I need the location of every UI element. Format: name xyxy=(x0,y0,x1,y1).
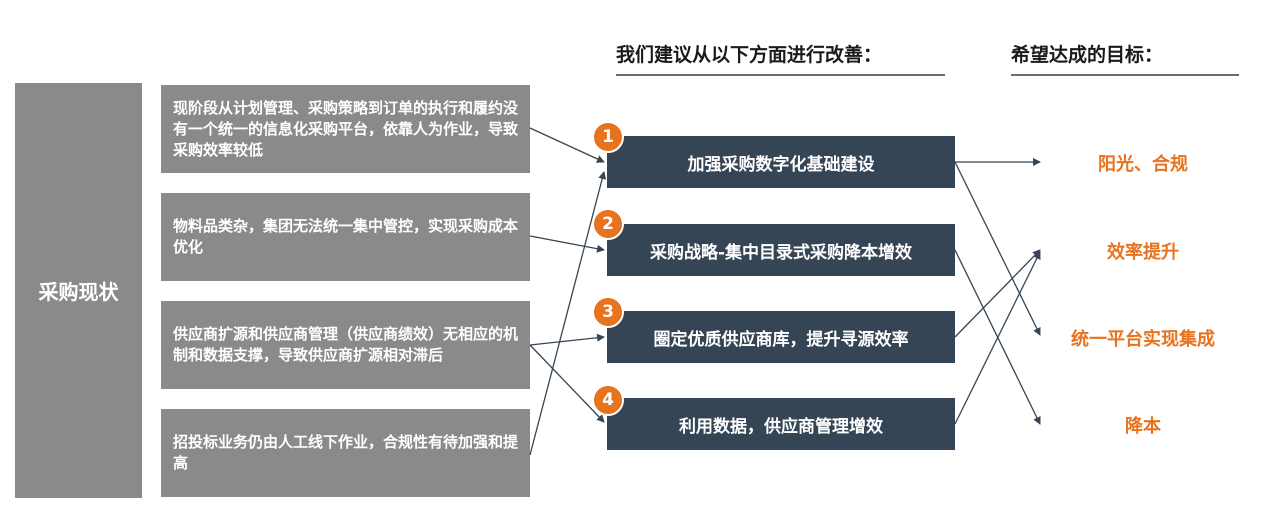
connector-proposal1-goal3 xyxy=(954,161,1041,336)
connector-issue1-proposal1 xyxy=(529,127,605,163)
proposal-label: 利用数据，供应商管理增效 xyxy=(679,416,883,437)
proposals-heading: 我们建议从以下方面进行改善： xyxy=(616,44,945,76)
goal-efficiency: 效率提升 xyxy=(1107,242,1179,263)
issue-text: 物料品类杂，集团无法统一集中管控，实现采购成本优化 xyxy=(173,217,519,256)
connector-issue3-proposal3 xyxy=(529,333,605,346)
goals-heading: 希望达成的目标： xyxy=(1011,44,1239,76)
number-badge-3: 3 xyxy=(592,296,624,328)
connector-proposal4-goal2 xyxy=(954,251,1041,425)
number-badge-1: 1 xyxy=(592,121,624,153)
proposal-box-2: 采购战略-集中目录式采购降本增效 xyxy=(607,224,955,276)
proposal-box-1: 加强采购数字化基础建设 xyxy=(607,136,955,188)
connector-issue4-proposal1 xyxy=(529,171,607,456)
goal-unified-platform: 统一平台实现集成 xyxy=(1071,329,1215,350)
issue-text: 供应商扩源和供应商管理（供应商绩效）无相应的机制和数据支撑，导致供应商扩源相对滞… xyxy=(173,325,519,364)
issue-box-1: 现阶段从计划管理、采购策略到订单的执行和履约没有一个统一的信息化采购平台，依靠人… xyxy=(161,85,530,173)
goal-cost-reduction: 降本 xyxy=(1125,416,1161,437)
proposal-box-3: 圈定优质供应商库，提升寻源效率 xyxy=(607,311,955,363)
issue-box-4: 招投标业务仍由人工线下作业，合规性有待加强和提高 xyxy=(161,409,530,497)
issue-text: 招投标业务仍由人工线下作业，合规性有待加强和提高 xyxy=(173,433,519,472)
connector-proposal3-goal2 xyxy=(954,249,1041,338)
number-badge-4: 4 xyxy=(592,384,624,416)
proposal-label: 圈定优质供应商库，提升寻源效率 xyxy=(653,329,909,350)
proposal-box-4: 利用数据，供应商管理增效 xyxy=(607,398,955,450)
issue-box-3: 供应商扩源和供应商管理（供应商绩效）无相应的机制和数据支撑，导致供应商扩源相对滞… xyxy=(161,301,530,389)
proposal-label: 加强采购数字化基础建设 xyxy=(687,154,875,175)
goal-sunshine-compliance: 阳光、合规 xyxy=(1098,154,1188,175)
number-badge-2: 2 xyxy=(592,208,624,240)
issue-text: 现阶段从计划管理、采购策略到订单的执行和履约没有一个统一的信息化采购平台，依靠人… xyxy=(173,98,519,159)
issue-box-2: 物料品类杂，集团无法统一集中管控，实现采购成本优化 xyxy=(161,193,530,281)
connector-issue3-proposal4 xyxy=(529,344,605,423)
current-state-label: 采购现状 xyxy=(15,83,142,498)
proposal-label: 采购战略-集中目录式采购降本增效 xyxy=(649,242,913,263)
connector-issue2-proposal2 xyxy=(529,235,605,253)
